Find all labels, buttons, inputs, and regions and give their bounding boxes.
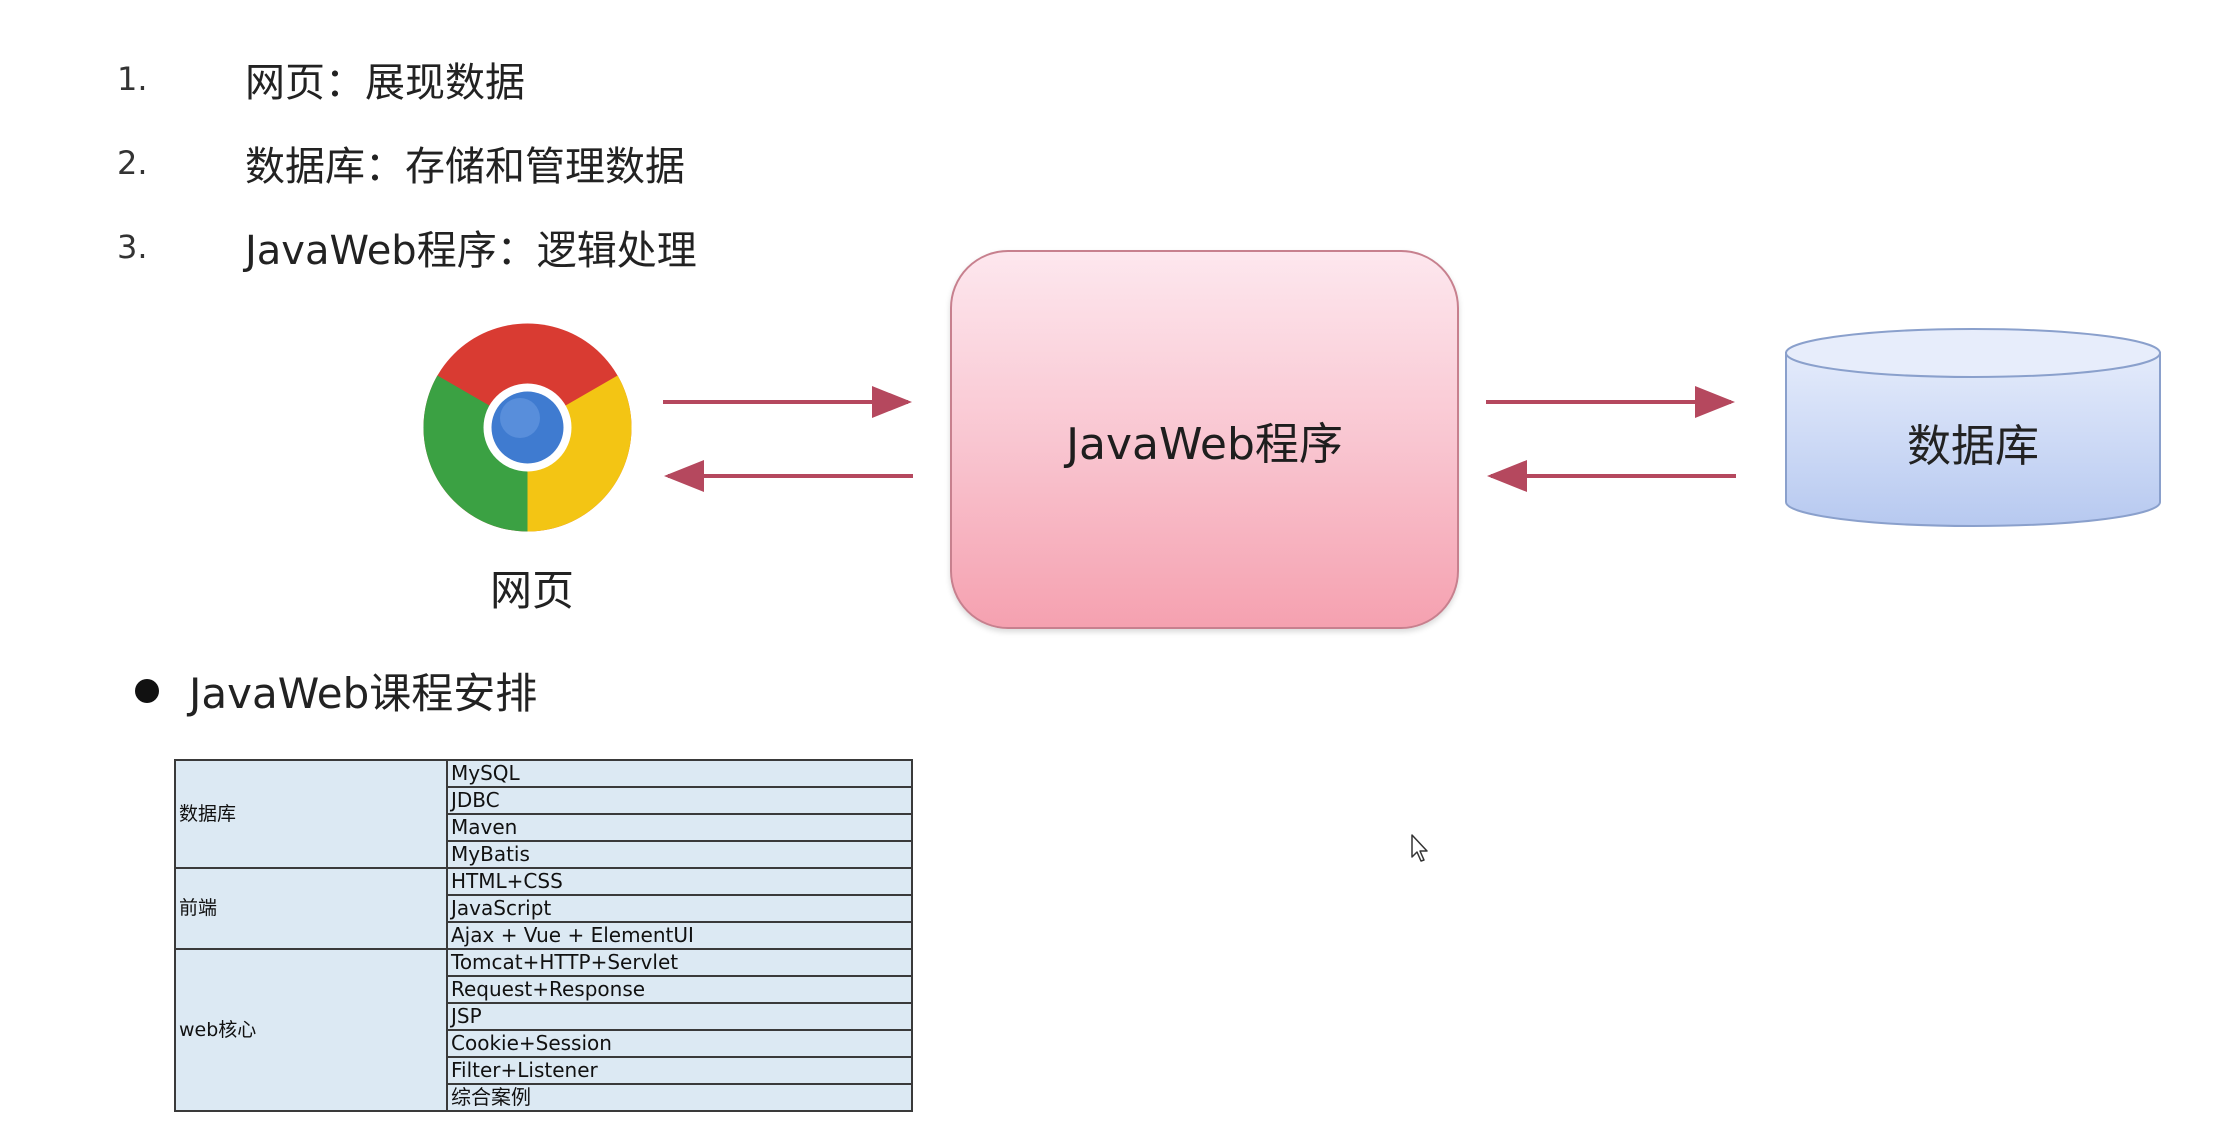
course-category: 前端 (174, 867, 448, 950)
table-row: Ajax + Vue + ElementUI (175, 921, 913, 950)
course-section-heading: JavaWeb课程安排 (135, 660, 537, 721)
table-row: 前端 HTML+CSS (174, 867, 913, 950)
intro-item-text: 数据库：存储和管理数据 (245, 144, 685, 190)
intro-item-number: 1. (117, 60, 148, 98)
course-category: 数据库 (174, 759, 448, 869)
table-row: JavaScript (175, 894, 913, 923)
table-row: JDBC (175, 786, 913, 815)
browser-label: 网页 (489, 566, 574, 615)
table-row: 综合案例 (175, 1083, 913, 1112)
course-item: Maven (446, 813, 913, 842)
intro-item-2: 2. 数据库：存储和管理数据 (117, 134, 685, 192)
course-item: Filter+Listener (446, 1056, 913, 1085)
javaweb-program-box: JavaWeb程序 (950, 250, 1459, 629)
table-row: Cookie+Session (175, 1029, 913, 1058)
course-item: MyBatis (446, 840, 913, 869)
intro-item-text: JavaWeb程序：逻辑处理 (245, 228, 697, 274)
intro-item-1: 1. 网页：展现数据 (117, 50, 525, 108)
table-row: MyBatis (175, 840, 913, 869)
table-row: Request+Response (175, 975, 913, 1004)
intro-item-number: 3. (117, 228, 148, 266)
course-item: HTML+CSS (446, 867, 913, 896)
table-row: web核心 Tomcat+HTTP+Servlet (174, 948, 913, 1112)
browser-icon (423, 323, 632, 532)
mouse-cursor-icon (1411, 834, 1428, 862)
course-item: JSP (446, 1002, 913, 1031)
table-row: Maven (175, 813, 913, 842)
intro-item-3: 3. JavaWeb程序：逻辑处理 (117, 218, 697, 276)
table-row: Filter+Listener (175, 1056, 913, 1085)
bullet-icon (135, 678, 159, 703)
course-item: Request+Response (446, 975, 913, 1004)
database-cylinder-icon (1785, 328, 2161, 527)
course-item: 综合案例 (446, 1083, 913, 1112)
course-category: web核心 (174, 948, 448, 1112)
course-item: JavaScript (446, 894, 913, 923)
intro-item-text: 网页：展现数据 (245, 60, 525, 106)
course-item: JDBC (446, 786, 913, 815)
course-item: Tomcat+HTTP+Servlet (446, 948, 913, 977)
intro-item-number: 2. (117, 144, 148, 182)
table-row: JSP (175, 1002, 913, 1031)
course-item: Ajax + Vue + ElementUI (446, 921, 913, 950)
course-table: 数据库 MySQL JDBC Maven MyBatis 前端 HTML+CSS… (174, 759, 913, 1112)
course-item: Cookie+Session (446, 1029, 913, 1058)
javaweb-program-label: JavaWeb程序 (1066, 418, 1343, 470)
course-section-title: JavaWeb课程安排 (189, 669, 538, 718)
course-item: MySQL (446, 759, 913, 788)
table-row: 数据库 MySQL (174, 759, 913, 869)
database-label: 数据库 (1907, 421, 2039, 472)
